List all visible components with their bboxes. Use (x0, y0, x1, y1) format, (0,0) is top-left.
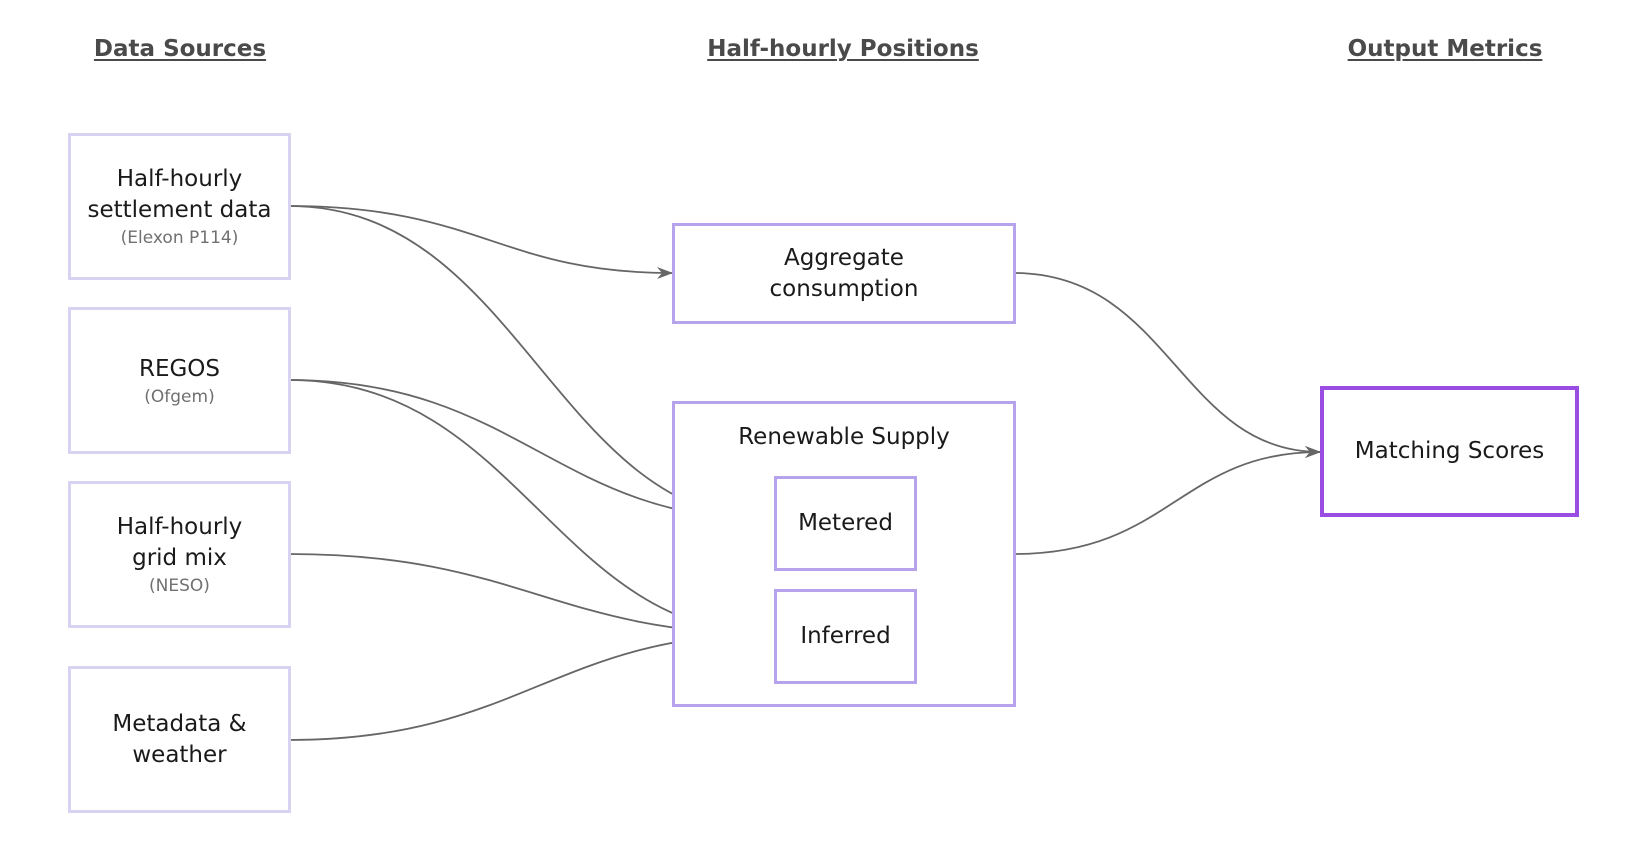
source-metadata-box: Metadata & weather (68, 666, 291, 813)
source-gridmix-box: Half-hourly grid mix (NESO) (68, 481, 291, 628)
position-renewable-label: Renewable Supply (738, 424, 950, 450)
connector-settlement-to-aggregate (288, 205, 673, 279)
source-regos-sub: (Ofgem) (144, 386, 215, 407)
position-aggregate-box: Aggregate consumption (672, 223, 1016, 324)
position-inferred-box: Inferred (774, 589, 917, 684)
position-renewable-group: Renewable Supply Metered Inferred (672, 401, 1016, 707)
position-inferred-label: Inferred (800, 623, 891, 649)
position-metered-box: Metered (774, 476, 917, 571)
connector-renewable-to-matching (1013, 446, 1321, 555)
source-settlement-sub: (Elexon P114) (120, 228, 239, 248)
connector-aggregate-to-matching (1013, 272, 1321, 458)
heading-data-sources: Data Sources (93, 36, 267, 62)
source-settlement-box: Half-hourly settlement data (Elexon P114… (68, 133, 291, 280)
source-settlement-label: Half-hourly settlement data (87, 166, 272, 223)
source-regos-box: REGOS (Ofgem) (68, 307, 291, 454)
source-regos-label: REGOS (138, 355, 221, 382)
output-matching-label: Matching Scores (1354, 438, 1545, 464)
source-metadata-label: Metadata & weather (112, 710, 247, 768)
position-aggregate-label: Aggregate consumption (769, 244, 919, 302)
source-gridmix-label: Half-hourly grid mix (116, 514, 243, 571)
position-metered-label: Metered (798, 510, 893, 536)
heading-half-hourly-positions: Half-hourly Positions (707, 36, 979, 62)
source-gridmix-sub: (NESO) (149, 576, 210, 596)
heading-output-metrics: Output Metrics (1347, 36, 1543, 62)
output-matching-box: Matching Scores (1320, 386, 1579, 517)
